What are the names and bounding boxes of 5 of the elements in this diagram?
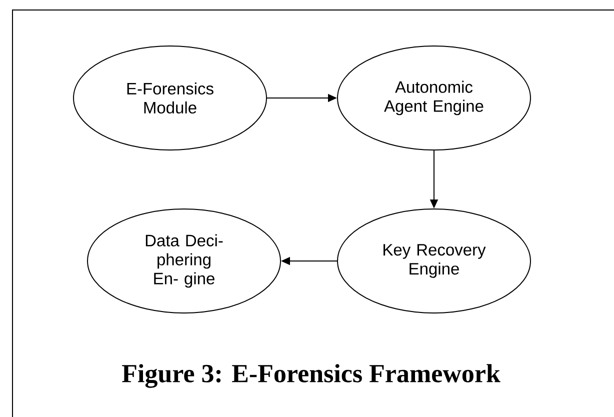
figure-caption: Figure 3: E-Forensics Framework: [122, 364, 500, 388]
ellipse-node: Autonomic Agent Engine: [337, 46, 531, 150]
ellipse-node: E-Forensics Module: [73, 46, 267, 150]
ellipse-node: Key Recovery Engine: [337, 208, 531, 314]
ellipse-node: Data Deci- phering En- gine: [87, 208, 281, 314]
